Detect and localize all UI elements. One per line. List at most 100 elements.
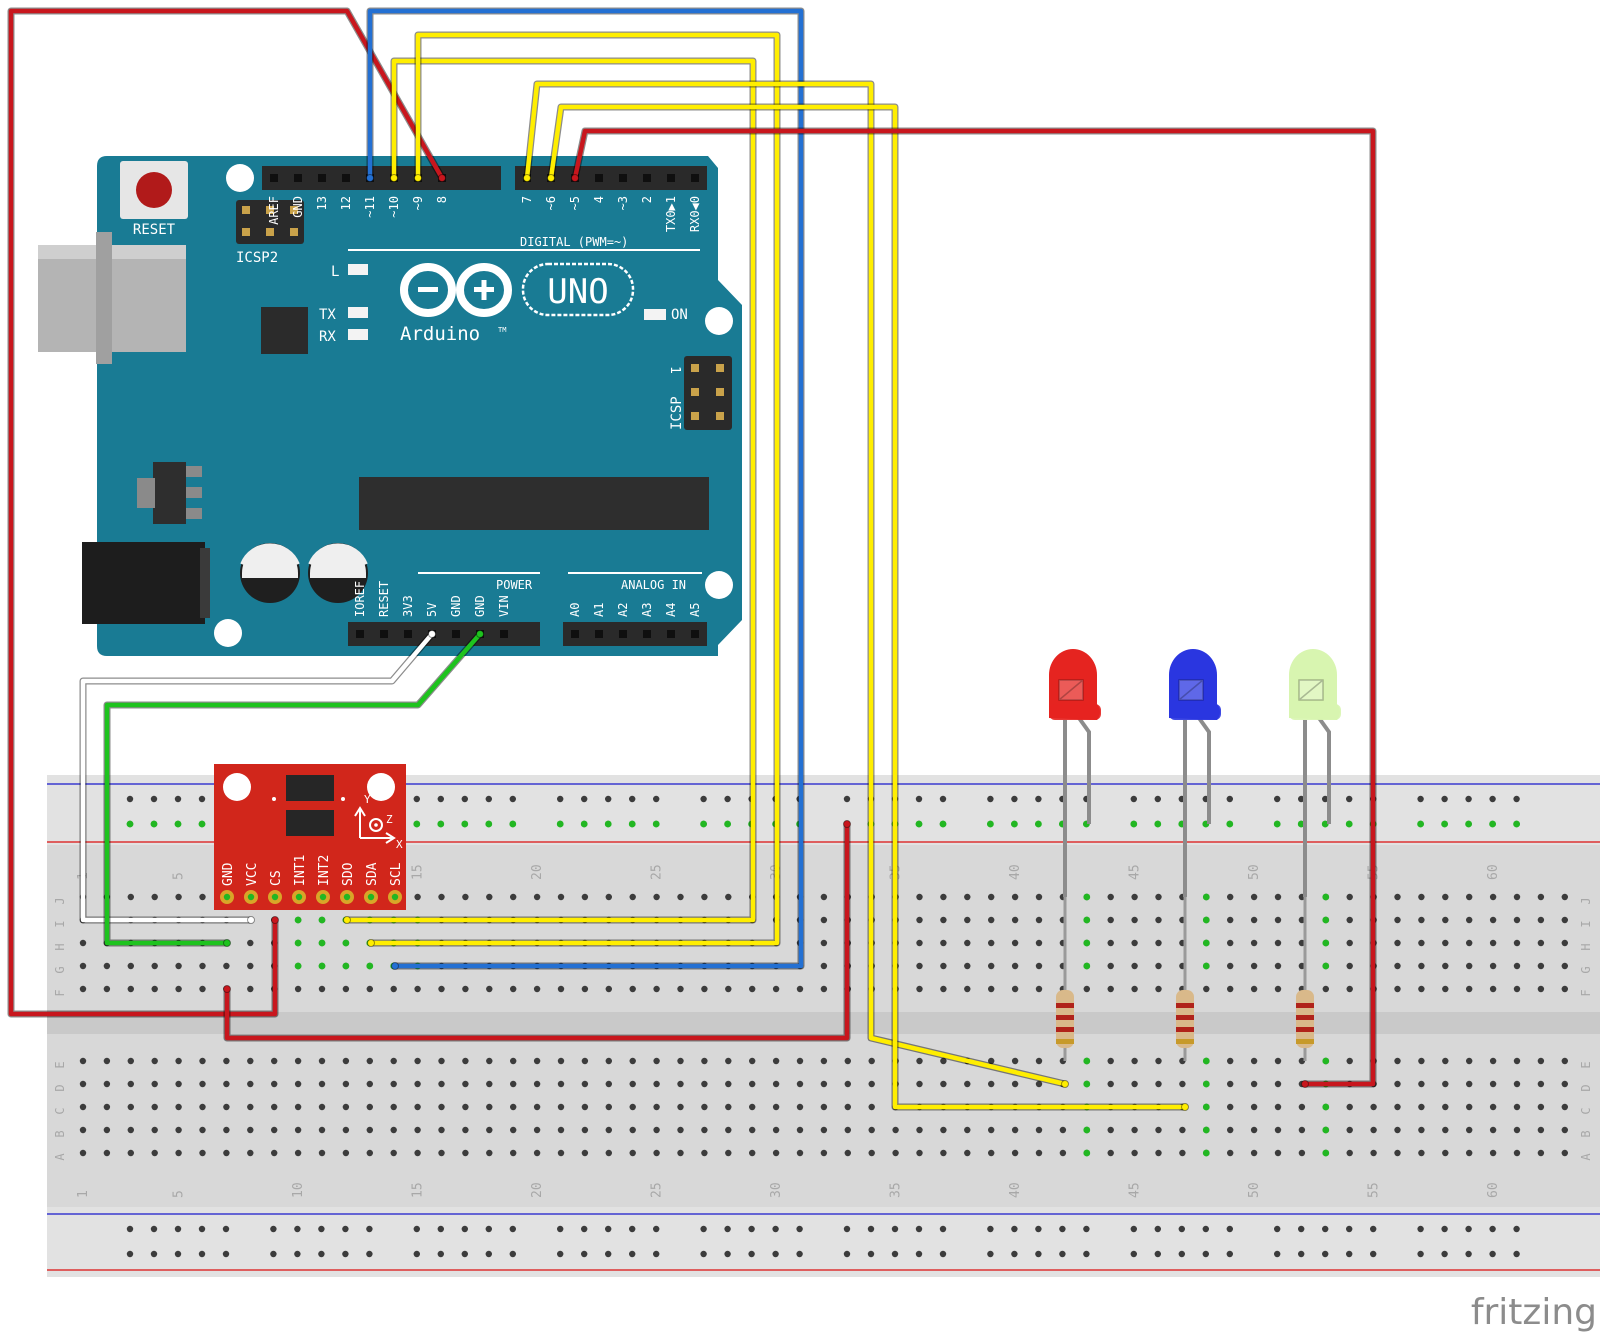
- header-pin[interactable]: [691, 630, 699, 638]
- breadboard-hole: [868, 1126, 875, 1134]
- header-pin[interactable]: [342, 174, 350, 182]
- header-pin[interactable]: [500, 630, 508, 638]
- breadboard-hole: [414, 1103, 421, 1111]
- header-pin[interactable]: [318, 174, 326, 182]
- header-pin[interactable]: [270, 174, 278, 182]
- reset-button[interactable]: [120, 161, 188, 219]
- header-pin[interactable]: [643, 174, 651, 182]
- led-leg: [1077, 716, 1091, 824]
- breadboard-hole: [1418, 1080, 1425, 1088]
- wire-yellow-pin6[interactable]: [548, 104, 1188, 1110]
- resistor-band: [1296, 1015, 1314, 1020]
- rail-hole: [987, 795, 994, 803]
- wire-blue-pin13[interactable]: [367, 8, 804, 969]
- mounting-hole: [367, 773, 395, 801]
- header-pin[interactable]: [404, 630, 412, 638]
- breadboard-hole: [1059, 1149, 1067, 1157]
- row-letter: F: [1579, 989, 1593, 996]
- breadboard-hole: [1513, 962, 1521, 970]
- connected-hole: [1083, 1126, 1091, 1134]
- wire-red-ground[interactable]: [224, 821, 850, 1041]
- header-pin[interactable]: [619, 174, 627, 182]
- connected-hole: [126, 820, 134, 828]
- breadboard-hole: [988, 962, 995, 970]
- breadboard-hole: [247, 1057, 254, 1065]
- header-pin[interactable]: [595, 630, 603, 638]
- breadboard-hole: [1011, 985, 1019, 993]
- rail-hole: [987, 1250, 994, 1258]
- column-number: 20: [530, 1182, 545, 1198]
- column-number: 40: [1008, 1182, 1023, 1198]
- breadboard-hole: [1250, 985, 1258, 993]
- breadboard-hole: [1370, 1126, 1377, 1134]
- breadboard-hole: [725, 893, 732, 901]
- breadboard-hole: [964, 1149, 971, 1157]
- rail-hole: [891, 1225, 899, 1233]
- breadboard-hole: [557, 1126, 565, 1134]
- sensor-pin-label: GND: [221, 862, 236, 886]
- wire-green-gnd[interactable]: [104, 631, 483, 946]
- breadboard-hole: [271, 1057, 278, 1065]
- connected-hole: [1202, 893, 1210, 901]
- header-pin[interactable]: [667, 630, 675, 638]
- header-pin[interactable]: [356, 630, 364, 638]
- wire-white-3v3[interactable]: [80, 631, 435, 923]
- breadboard-hole: [701, 1149, 708, 1157]
- breadboard-hole: [103, 1057, 111, 1065]
- breadboard-hole: [199, 1149, 206, 1157]
- sensor-pin-hole: [223, 893, 231, 901]
- connected-hole: [604, 820, 612, 828]
- connected-hole: [294, 962, 302, 970]
- breadboard-hole: [677, 893, 684, 901]
- rail-hole: [1226, 1225, 1234, 1233]
- header-pin[interactable]: [595, 174, 603, 182]
- header-pin[interactable]: [691, 174, 699, 182]
- breadboard-hole: [988, 916, 995, 924]
- breadboard-hole: [772, 1149, 780, 1157]
- rail-hole: [174, 1225, 182, 1233]
- wire-red-pin10[interactable]: [8, 8, 445, 1017]
- connected-hole: [1130, 820, 1138, 828]
- breadboard-hole: [175, 893, 182, 901]
- connected-hole: [724, 820, 731, 828]
- rail-hole: [1011, 1250, 1018, 1258]
- rail-hole: [748, 1250, 755, 1258]
- header-pin[interactable]: [571, 630, 579, 638]
- header-pin[interactable]: [452, 630, 460, 638]
- wire-red-pin5[interactable]: [572, 128, 1376, 1087]
- connected-hole: [366, 962, 374, 970]
- reset-label: RESET: [133, 222, 176, 238]
- header-pin[interactable]: [294, 174, 302, 182]
- connected-hole: [700, 820, 707, 828]
- rail-hole: [437, 1225, 444, 1233]
- breadboard-hole: [1442, 1149, 1449, 1157]
- breadboard-hole: [653, 985, 660, 993]
- breadboard-hole: [820, 1080, 828, 1088]
- breadboard-hole: [1537, 1126, 1545, 1134]
- header-pin[interactable]: [380, 630, 388, 638]
- breadboard-hole: [557, 1103, 565, 1111]
- connected-hole: [1011, 820, 1018, 828]
- wire-yellow-pin11[interactable]: [368, 32, 780, 946]
- breadboard-hole: [1489, 985, 1497, 993]
- led-die: [1298, 679, 1324, 701]
- header-pin[interactable]: [667, 174, 675, 182]
- breadboard-hole: [1131, 1057, 1138, 1065]
- rail-hole: [1035, 1225, 1042, 1233]
- breadboard-hole: [772, 1103, 780, 1111]
- breadboard-hole: [1011, 1057, 1019, 1065]
- header-pin[interactable]: [643, 630, 651, 638]
- red-led-flange: [1049, 704, 1101, 720]
- wire-yellow-pin6-end: [1181, 1103, 1189, 1111]
- wire-yellow-pin12[interactable]: [344, 58, 756, 923]
- wire-yellow-pin7[interactable]: [524, 81, 1068, 1087]
- resistor-band: [1176, 1003, 1194, 1008]
- on-led: [644, 309, 666, 320]
- rail-hole: [1370, 1225, 1377, 1233]
- header-pin[interactable]: [619, 630, 627, 638]
- breadboard-hole: [1489, 1080, 1497, 1088]
- rail-hole: [581, 1225, 588, 1233]
- breadboard-hole: [988, 1126, 995, 1134]
- row-letter: G: [1579, 966, 1593, 973]
